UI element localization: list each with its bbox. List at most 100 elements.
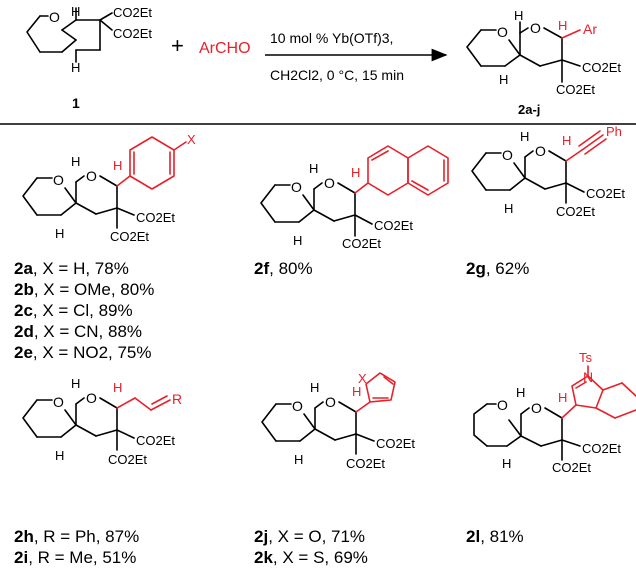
hydrogen-atom-label: H [502,456,511,471]
oxygen-atom-label: O [291,179,302,195]
hydrogen-atom-label: H [71,60,80,75]
caption-2l: 2l, 81% [466,526,524,547]
compound-code: 2l [466,527,481,546]
caption-line: 2h, R = Ph, 87% [14,526,139,547]
oxygen-atom-label: O [325,394,336,410]
ester-group-label: CO2Et [113,26,152,41]
oxygen-atom-label: O [530,20,541,36]
tosyl-group-label: Ts [579,350,593,365]
hydrogen-atom-label: H [71,376,80,391]
oxygen-atom-label: O [535,143,546,159]
compound-code: 2j [254,527,269,546]
substituent-r-label: R [172,391,182,407]
phenyl-group-label: Ph [606,124,622,139]
compound-label-1: 1 [72,95,80,111]
caption-line: 2j, X = O, 71% [254,526,368,547]
caption-text: , R = Ph, 87% [33,527,140,546]
hydrogen-atom-label: H [516,385,525,400]
oxygen-atom-label: O [292,398,303,414]
structure-2j-2k: O O H H X H CO2Et CO2Et [261,371,415,471]
hydrogen-atom-label: H [310,380,319,395]
aryl-group-label: Ar [583,21,597,37]
compound-code: 2h [14,527,34,546]
hydrogen-atom-label: H [558,390,567,405]
structure-2a-2e: O O H H X H CO2Et CO2Et [22,132,196,244]
caption-text: , X = O, 71% [268,527,366,546]
reagent-archo: ArCHO [199,40,251,57]
oxygen-atom-label: O [497,397,508,413]
compound-code: 2f [254,259,270,278]
caption-text: , X = H, 78% [32,259,129,278]
caption-text: , X = NO2, 75% [32,343,152,362]
product-2a-j: O O H H Ar H CO2Et CO2Et 2a-j [466,8,621,117]
ester-group-label: CO2Et [374,218,413,233]
hydrogen-atom-label: H [309,161,318,176]
caption-line: 2i, R = Me, 51% [14,547,139,568]
ester-group-label: CO2Et [110,229,149,244]
ester-group-label: CO2Et [136,210,175,225]
ester-group-label: CO2Et [342,236,381,251]
substituent-x-label: X [187,132,196,147]
caption-text: , X = OMe, 80% [33,280,155,299]
hydrogen-atom-label: H [293,233,302,248]
caption-text: , X = Cl, 89% [32,301,133,320]
caption-text: , 62% [485,259,530,278]
plus-sign: + [171,33,184,58]
ester-group-label: CO2Et [376,436,415,451]
compound-code: 2d [14,322,34,341]
oxygen-atom-label: O [49,9,60,25]
compound-code: 2a [14,259,33,278]
caption-2j-2k: 2j, X = O, 71% 2k, X = S, 69% [254,526,368,568]
hydrogen-atom-label: H [113,380,122,395]
oxygen-atom-label: O [86,168,97,184]
ester-group-label: CO2Et [556,204,595,219]
oxygen-atom-label: O [497,24,508,40]
structure-2f: O O H H H CO2Et CO2Et [260,145,449,251]
hydrogen-atom-label: H [520,129,529,144]
ester-group-label: CO2Et [582,441,621,456]
conditions-solvent-temp-time: CH2Cl2, 0 °C, 15 min [270,67,404,83]
hydrogen-atom-label: H [558,18,567,33]
conditions-catalyst: 10 mol % Yb(OTf)3, [270,30,393,46]
hydrogen-atom-label: H [113,158,122,173]
ester-group-label: CO2Et [108,452,147,467]
hydrogen-atom-label: H [71,154,80,169]
ester-group-label: CO2Et [346,456,385,471]
ester-group-label: CO2Et [552,460,591,475]
oxygen-atom-label: O [324,175,335,191]
hydrogen-atom-label: H [504,201,513,216]
caption-2h-2i: 2h, R = Ph, 87% 2i, R = Me, 51% [14,526,139,568]
oxygen-atom-label: O [53,172,64,188]
starting-material-1: O H H CO2Et CO2Et 1 [26,4,152,111]
caption-line: 2a, X = H, 78% [14,258,154,279]
caption-text: , 81% [480,527,524,546]
compound-code: 2i [14,548,29,567]
compound-code: 2g [466,259,486,278]
hydrogen-atom-label: H [352,384,361,399]
hydrogen-atom-label: H [499,72,508,87]
compound-code: 2b [14,280,34,299]
caption-line: 2k, X = S, 69% [254,547,368,568]
caption-line: 2d, X = CN, 88% [14,321,154,342]
caption-text: , 80% [269,259,313,278]
caption-line: 2c, X = Cl, 89% [14,300,154,321]
hydrogen-atom-label: H [514,8,523,23]
hydrogen-atom-label: H [294,452,303,467]
caption-line: 2f, 80% [254,258,313,279]
caption-text: , R = Me, 51% [28,548,137,567]
compound-code: 2k [254,548,273,567]
caption-line: 2e, X = NO2, 75% [14,342,154,363]
oxygen-atom-label: O [531,400,542,416]
caption-2g: 2g, 62% [466,258,529,279]
caption-line: 2b, X = OMe, 80% [14,279,154,300]
ester-group-label: CO2Et [136,433,175,448]
caption-text: , X = CN, 88% [33,322,143,341]
hydrogen-atom-label: H [55,448,64,463]
compound-label-2a-j: 2a-j [518,102,540,117]
caption-2f: 2f, 80% [254,258,313,279]
oxygen-atom-label: O [502,147,513,163]
structure-2g: O O H H Ph H CO2Et CO2Et [471,124,625,219]
hydrogen-atom-label: H [562,133,571,148]
caption-text: , X = S, 69% [272,548,368,567]
